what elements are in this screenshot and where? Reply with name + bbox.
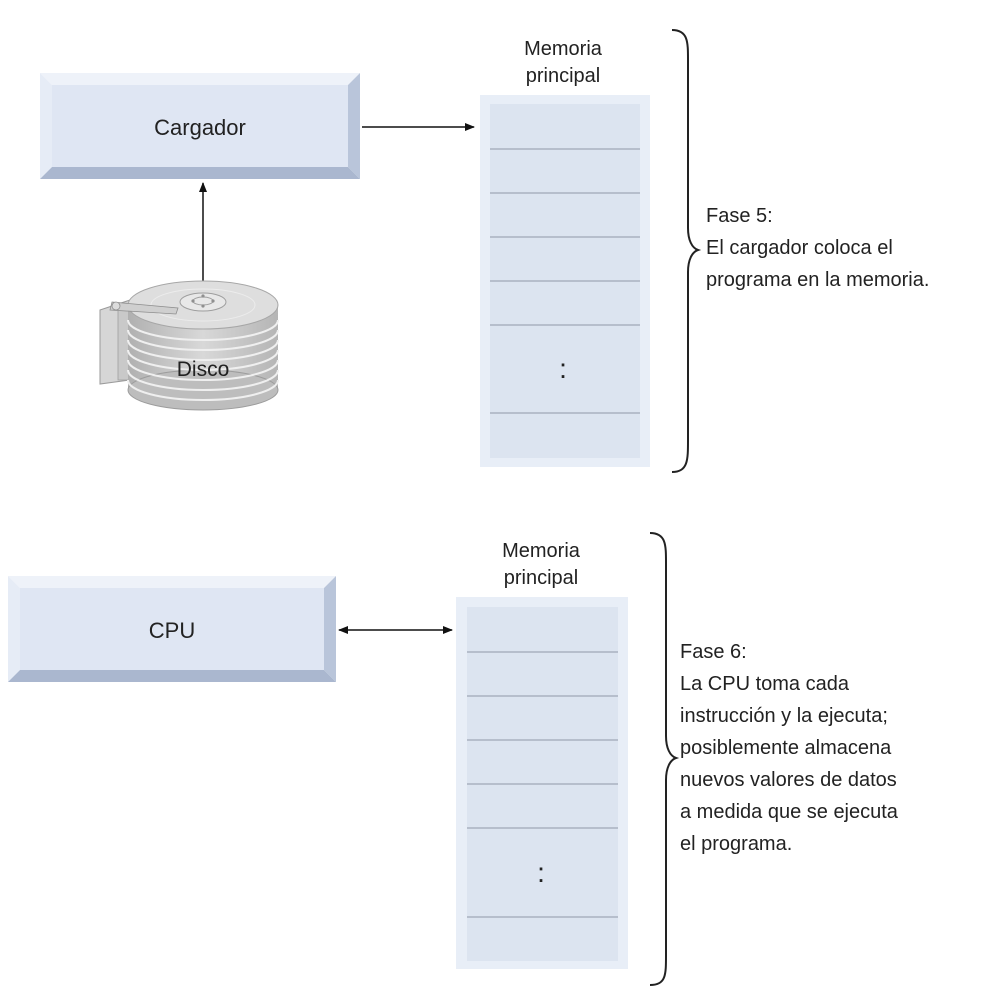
memory-title-line1: Memoria [524,38,603,60]
memory-ellipsis: : [559,353,567,384]
phase6-caption-line7: el programa. [680,833,792,855]
phase6-brace [649,532,680,986]
phase5-caption-line2: El cargador coloca el [706,237,893,259]
phase6-caption-line6: a medida que se ejecuta [680,801,899,823]
memory-cell-dividers [467,651,618,918]
disk-label: Disco [177,358,230,381]
phase6-caption-line4: posiblemente almacena [680,737,892,759]
phase5-caption-line1: Fase 5: [706,205,773,227]
phase6-caption: Fase 6: La CPU toma cada instrucción y l… [680,641,899,855]
memory-title-line2: principal [526,65,600,87]
loader-label: Cargador [154,115,246,140]
disk-icon: Disco [99,280,279,411]
phase6-caption-line2: La CPU toma cada [680,673,850,695]
phase-5-section: Cargador [40,29,929,473]
loader-box: Cargador [40,73,360,179]
main-memory-phase5: Memoria principal : [480,38,650,467]
phase6-caption-line1: Fase 6: [680,641,747,663]
cpu-box: CPU [8,576,336,682]
memory-title-line1: Memoria [502,540,581,562]
phase6-caption-line3: instrucción y la ejecuta; [680,705,888,727]
phase-6-section: CPU Memoria principal : Fase 6: La [8,532,899,986]
phase5-caption-line3: programa en la memoria. [706,269,929,291]
phase6-caption-line5: nuevos valores de datos [680,769,897,791]
cpu-label: CPU [149,618,195,643]
main-memory-phase6: Memoria principal : [456,540,628,969]
phase5-brace [671,29,702,473]
memory-title-line2: principal [504,567,578,589]
memory-cell-dividers [490,148,640,414]
memory-ellipsis: : [537,857,545,888]
phase5-caption: Fase 5: El cargador coloca el programa e… [706,205,929,291]
